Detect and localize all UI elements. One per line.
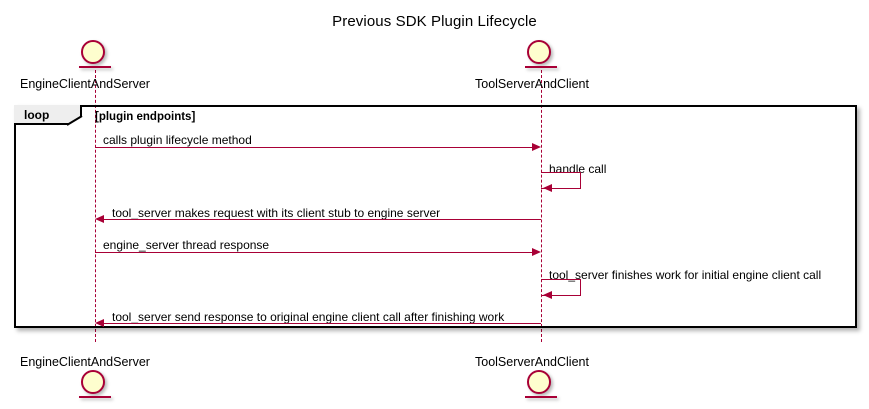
self-call-box-2 (541, 172, 581, 189)
message-arrowhead-6 (95, 319, 104, 327)
entity-base-bar (79, 396, 111, 398)
diagram-title: Previous SDK Plugin Lifecycle (332, 13, 537, 30)
entity-base-bar (79, 66, 111, 68)
participant-label-tool-top[interactable]: ToolServerAndClient (475, 77, 589, 91)
message-label-1: calls plugin lifecycle method (103, 133, 252, 147)
message-label-6: tool_server send response to original en… (112, 310, 505, 324)
entity-circle (81, 370, 105, 394)
entity-icon-engine-bottom (79, 370, 113, 402)
lifeline-engine (95, 70, 96, 342)
message-arrowhead-2 (543, 184, 552, 192)
message-label-3: tool_server makes request with its clien… (112, 206, 441, 220)
participant-label-engine-bottom[interactable]: EngineClientAndServer (20, 355, 150, 369)
entity-base-bar (525, 66, 557, 68)
message-line-1 (95, 147, 533, 148)
entity-circle (527, 370, 551, 394)
message-arrowhead-4 (532, 248, 541, 256)
participant-label-engine-top[interactable]: EngineClientAndServer (20, 77, 150, 91)
message-label-4: engine_server thread response (103, 238, 270, 252)
entity-icon-tool-top (525, 40, 559, 72)
entity-base-bar (525, 396, 557, 398)
loop-fragment-condition: [plugin endpoints] (95, 111, 196, 123)
entity-icon-engine-top (79, 40, 113, 72)
participant-label-tool-bottom[interactable]: ToolServerAndClient (475, 355, 589, 369)
lifeline-tool (541, 70, 542, 342)
loop-fragment-tab-border (14, 105, 82, 125)
message-line-6 (103, 323, 541, 324)
message-arrowhead-1 (532, 143, 541, 151)
loop-fragment-label: loop (24, 108, 50, 122)
message-line-3 (103, 219, 541, 220)
message-line-4 (95, 252, 533, 253)
entity-circle (81, 40, 105, 64)
entity-circle (527, 40, 551, 64)
entity-icon-tool-bottom (525, 370, 559, 402)
self-call-box-5 (541, 279, 581, 296)
message-arrowhead-5 (543, 291, 552, 299)
loop-fragment-frame (14, 105, 857, 328)
message-arrowhead-3 (95, 215, 104, 223)
message-label-5: tool_server finishes work for initial en… (549, 268, 822, 282)
